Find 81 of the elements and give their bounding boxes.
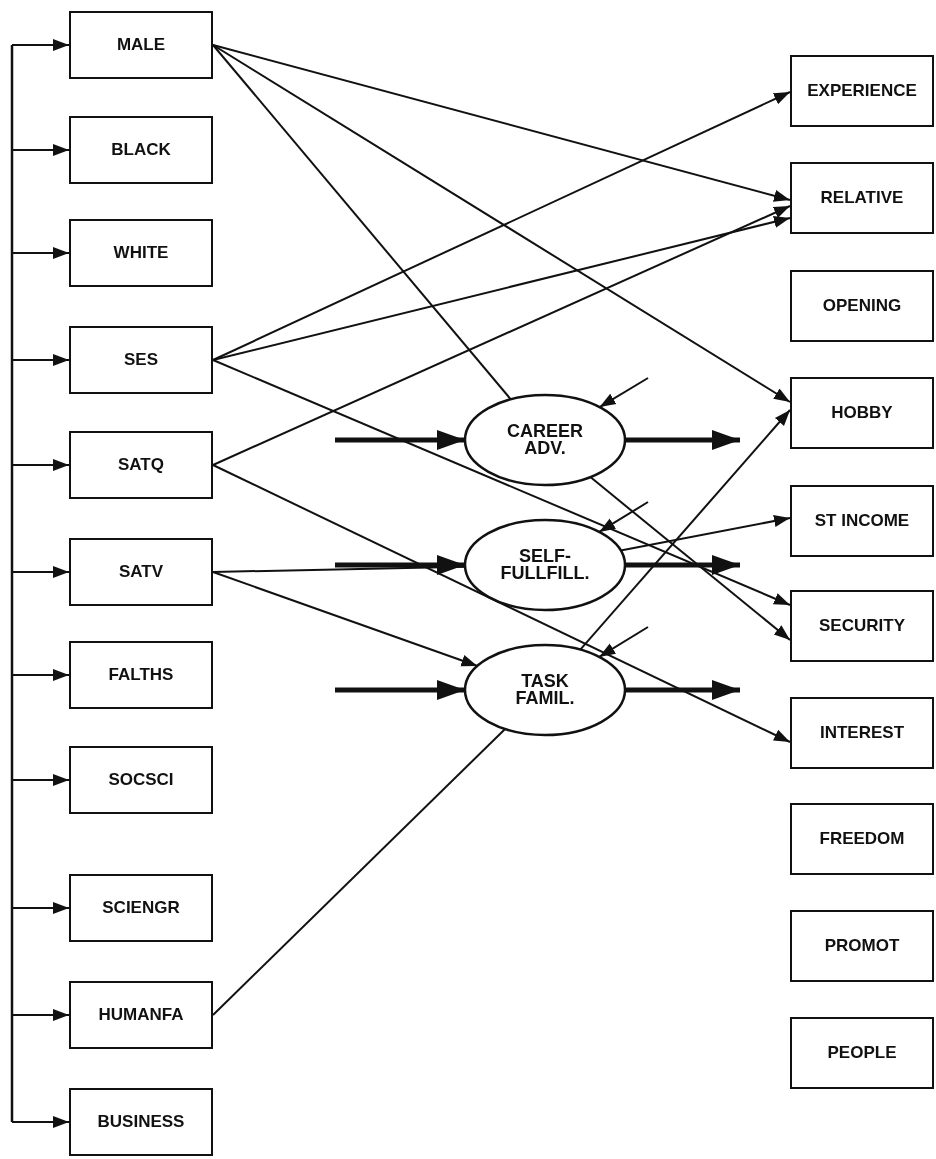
variable-label: INTEREST (819, 723, 905, 743)
path-arrow (11, 669, 70, 681)
variable-label: SELF-FULLFILL. (499, 547, 591, 583)
path-arrow (212, 571, 479, 667)
variable-box (69, 219, 213, 287)
variable-box (69, 116, 213, 184)
path-arrow (212, 91, 791, 361)
variable-box (69, 746, 213, 814)
variable-label: HUMANFA (98, 1005, 184, 1025)
variable-box (69, 538, 213, 606)
path-arrow (11, 902, 70, 914)
variable-label: EXPERIENCE (807, 81, 917, 101)
variable-label: SECURITY (819, 616, 905, 636)
variable-label: HOBBY (831, 403, 893, 423)
path-arrow (212, 464, 791, 743)
variable-box (790, 377, 934, 449)
variable-label: SCIENGR (102, 898, 180, 918)
path-arrow (579, 409, 791, 651)
path-arrow (598, 377, 649, 409)
path-arrow (212, 216, 791, 361)
variable-label: SATQ (118, 455, 164, 475)
variable-label: PROMOT (824, 936, 900, 956)
path-arrow (335, 430, 465, 450)
variable-box (69, 874, 213, 942)
variable-box (790, 162, 934, 234)
variable-box (790, 590, 934, 662)
connector-trunk (10, 45, 14, 1122)
path-arrow (598, 501, 649, 533)
variable-box (790, 697, 934, 769)
variable-label: SOCSCI (108, 770, 174, 790)
path-arrow (335, 680, 465, 700)
latent-variable-ellipse (463, 393, 627, 487)
latent-variable-ellipse (463, 518, 627, 612)
path-arrow (212, 44, 791, 202)
variable-box (790, 910, 934, 982)
path-arrow (11, 774, 70, 786)
variable-label: SES (124, 350, 158, 370)
variable-label: RELATIVE (820, 188, 904, 208)
variable-label: BLACK (111, 140, 171, 160)
path-line (212, 44, 512, 401)
path-arrow (625, 555, 740, 575)
path-arrow (625, 680, 740, 700)
variable-box (790, 55, 934, 127)
variable-label: FREEDOM (819, 829, 905, 849)
path-line (212, 728, 507, 1016)
variable-label: OPENING (822, 296, 902, 316)
path-arrow (11, 354, 70, 366)
variable-box (69, 431, 213, 499)
path-arrow (212, 44, 791, 403)
variable-box (69, 981, 213, 1049)
variable-box (790, 485, 934, 557)
latent-variable-ellipse (463, 643, 627, 737)
path-arrow (589, 476, 791, 641)
variable-label: ST INCOME (814, 511, 910, 531)
variable-box (790, 1017, 934, 1089)
path-arrow (11, 1116, 70, 1128)
variable-box (69, 1088, 213, 1156)
path-arrow (598, 626, 649, 658)
variable-box (790, 270, 934, 342)
variable-label: SATV (118, 562, 164, 582)
path-arrow (11, 144, 70, 156)
variable-label: MALE (116, 35, 166, 55)
path-arrow (11, 566, 70, 578)
variable-label: TASK FAMIL. (514, 672, 576, 708)
path-arrow (625, 430, 740, 450)
variable-box (790, 803, 934, 875)
variable-label: PEOPLE (827, 1043, 897, 1063)
path-arrow (11, 247, 70, 259)
variable-box (69, 11, 213, 79)
path-arrow (212, 205, 791, 466)
path-arrow (11, 1009, 70, 1021)
variable-box (69, 641, 213, 709)
variable-box (69, 326, 213, 394)
path-arrow (335, 555, 465, 575)
variable-label: BUSINESS (97, 1112, 185, 1132)
path-arrow (11, 459, 70, 471)
variable-label: FALTHS (108, 665, 174, 685)
path-arrow (212, 359, 791, 606)
variable-label: CAREER ADV. (506, 422, 584, 458)
path-arrow (11, 39, 70, 51)
variable-label: WHITE (113, 243, 169, 263)
